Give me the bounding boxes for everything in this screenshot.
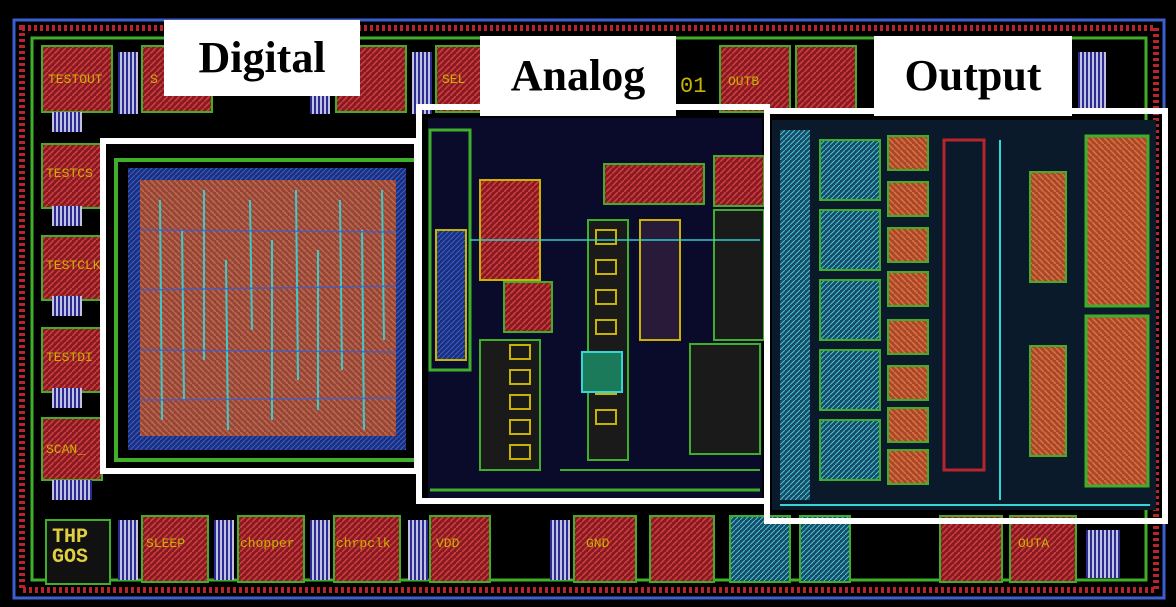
digital-label: Digital xyxy=(164,20,360,96)
pad-label-chopper: chopper xyxy=(240,536,295,551)
analog-region-frame xyxy=(416,104,770,504)
pad-label-testclk: TESTCLK xyxy=(46,258,101,273)
analog-block xyxy=(428,118,765,498)
digital-region-frame xyxy=(100,138,420,474)
pad-label-outb: OUTB xyxy=(728,74,760,89)
bottom-pads xyxy=(45,515,1120,585)
output-label: Output xyxy=(874,36,1072,116)
output-region-frame xyxy=(764,108,1168,524)
output-block xyxy=(772,120,1156,510)
logo-text: THP GOS xyxy=(52,526,89,569)
pad-label-testout: TESTOUT xyxy=(48,72,103,87)
pad-label-vdd: VDD xyxy=(436,536,460,551)
pad-label-testcs: TESTCS xyxy=(46,166,93,181)
digital-core xyxy=(114,158,418,462)
pad-label-testdi: TESTDI xyxy=(46,350,93,365)
left-pads xyxy=(41,112,103,500)
pad-label-chrpclk: chrpclk xyxy=(336,536,391,551)
pad-label-scan: SCAN_ xyxy=(46,442,86,457)
pad-label-outa: OUTA xyxy=(1018,536,1050,551)
pad-label-sleep: SLEEP xyxy=(146,536,186,551)
pad-label-s: S xyxy=(150,72,158,87)
pad-label-gnd: GND xyxy=(586,536,610,551)
analog-label: Analog xyxy=(480,36,676,116)
pad-label-01: 01 xyxy=(680,74,707,99)
pad-label-sel: SEL xyxy=(442,72,466,87)
